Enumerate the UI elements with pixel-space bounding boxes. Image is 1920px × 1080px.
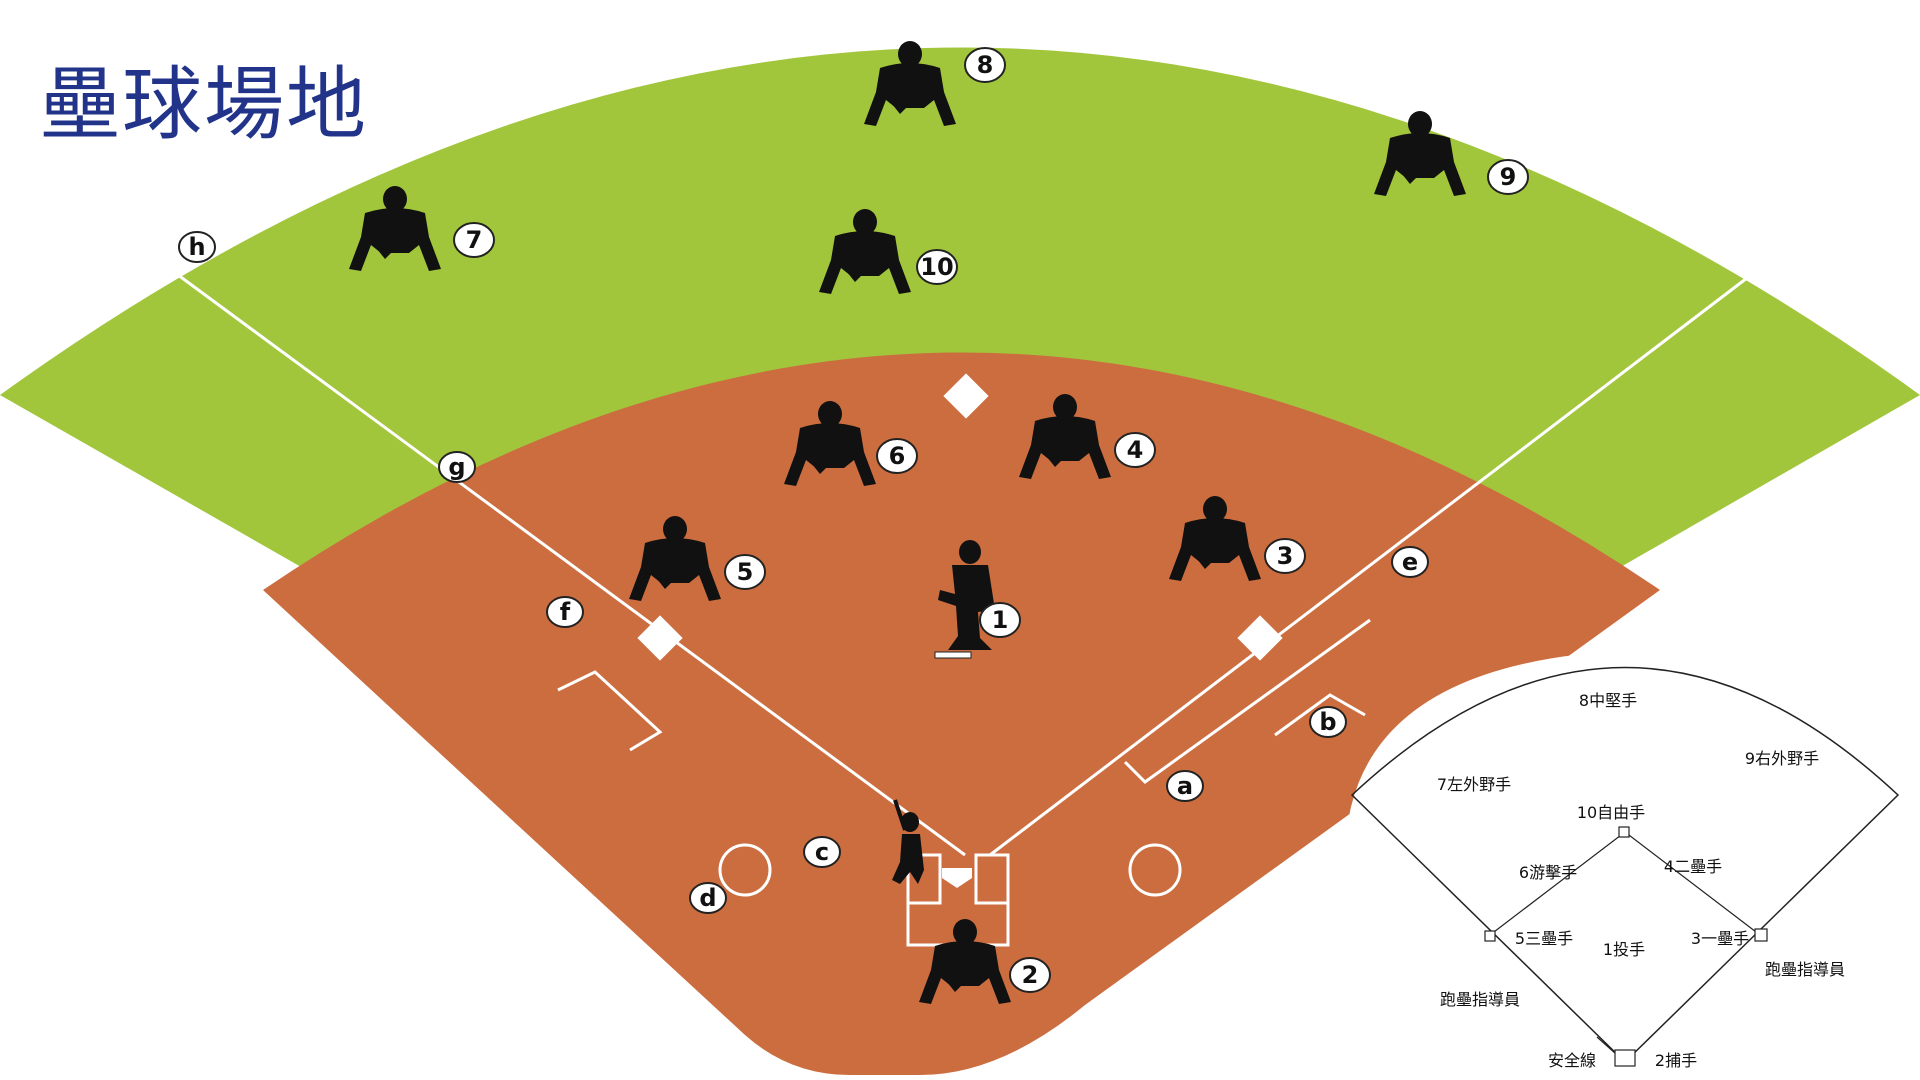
player-number-4: 4 xyxy=(1115,433,1155,467)
pitcher-plate xyxy=(935,652,971,658)
inset-safety-line-label: 安全線 xyxy=(1548,1051,1596,1070)
svg-text:1: 1 xyxy=(992,606,1009,634)
player-number-10: 10 xyxy=(917,250,957,284)
player-number-6: 6 xyxy=(877,439,917,473)
svg-text:d: d xyxy=(699,884,716,912)
player-number-2: 2 xyxy=(1010,958,1050,992)
marker-letter-h: h xyxy=(179,232,215,262)
inset-coach-label-right: 跑壘指導員 xyxy=(1765,960,1845,979)
svg-text:a: a xyxy=(1177,772,1193,800)
svg-text:h: h xyxy=(188,233,205,261)
inset-position-label: 4二壘手 xyxy=(1664,857,1722,876)
marker-letter-a: a xyxy=(1167,771,1203,801)
marker-letter-b: b xyxy=(1310,707,1346,737)
player-number-1: 1 xyxy=(980,603,1020,637)
player-number-5: 5 xyxy=(725,555,765,589)
svg-text:9: 9 xyxy=(1500,163,1517,191)
svg-text:7: 7 xyxy=(466,226,483,254)
svg-text:f: f xyxy=(560,598,571,626)
svg-text:10: 10 xyxy=(920,253,953,281)
svg-text:b: b xyxy=(1319,708,1336,736)
svg-text:8: 8 xyxy=(977,51,994,79)
inset-position-label: 8中堅手 xyxy=(1579,691,1637,710)
player-number-9: 9 xyxy=(1488,160,1528,194)
inset-position-label: 6游擊手 xyxy=(1519,863,1577,882)
inset-position-label: 3一壘手 xyxy=(1691,929,1749,948)
svg-text:c: c xyxy=(815,838,829,866)
inset-catcher-label: 2捕手 xyxy=(1655,1051,1697,1070)
svg-text:6: 6 xyxy=(889,442,906,470)
inset-coach-label-left: 跑壘指導員 xyxy=(1440,990,1520,1009)
player-number-7: 7 xyxy=(454,223,494,257)
inset-position-label: 9右外野手 xyxy=(1745,749,1819,768)
svg-text:2: 2 xyxy=(1022,961,1039,989)
inset-background xyxy=(1345,650,1900,1080)
svg-text:3: 3 xyxy=(1277,542,1294,570)
inset-position-label: 7左外野手 xyxy=(1437,775,1511,794)
svg-text:4: 4 xyxy=(1127,436,1144,464)
player-number-3: 3 xyxy=(1265,539,1305,573)
inset-position-label: 1投手 xyxy=(1603,940,1645,959)
marker-letter-d: d xyxy=(690,883,726,913)
player-number-8: 8 xyxy=(965,48,1005,82)
svg-text:g: g xyxy=(448,453,465,481)
svg-text:5: 5 xyxy=(737,558,754,586)
inset-position-label: 10自由手 xyxy=(1577,803,1645,822)
inset-position-label: 5三壘手 xyxy=(1515,929,1573,948)
svg-text:e: e xyxy=(1402,548,1418,576)
marker-letter-c: c xyxy=(804,837,840,867)
marker-letter-f: f xyxy=(547,597,583,627)
marker-letter-g: g xyxy=(439,452,475,482)
marker-letter-e: e xyxy=(1392,547,1428,577)
